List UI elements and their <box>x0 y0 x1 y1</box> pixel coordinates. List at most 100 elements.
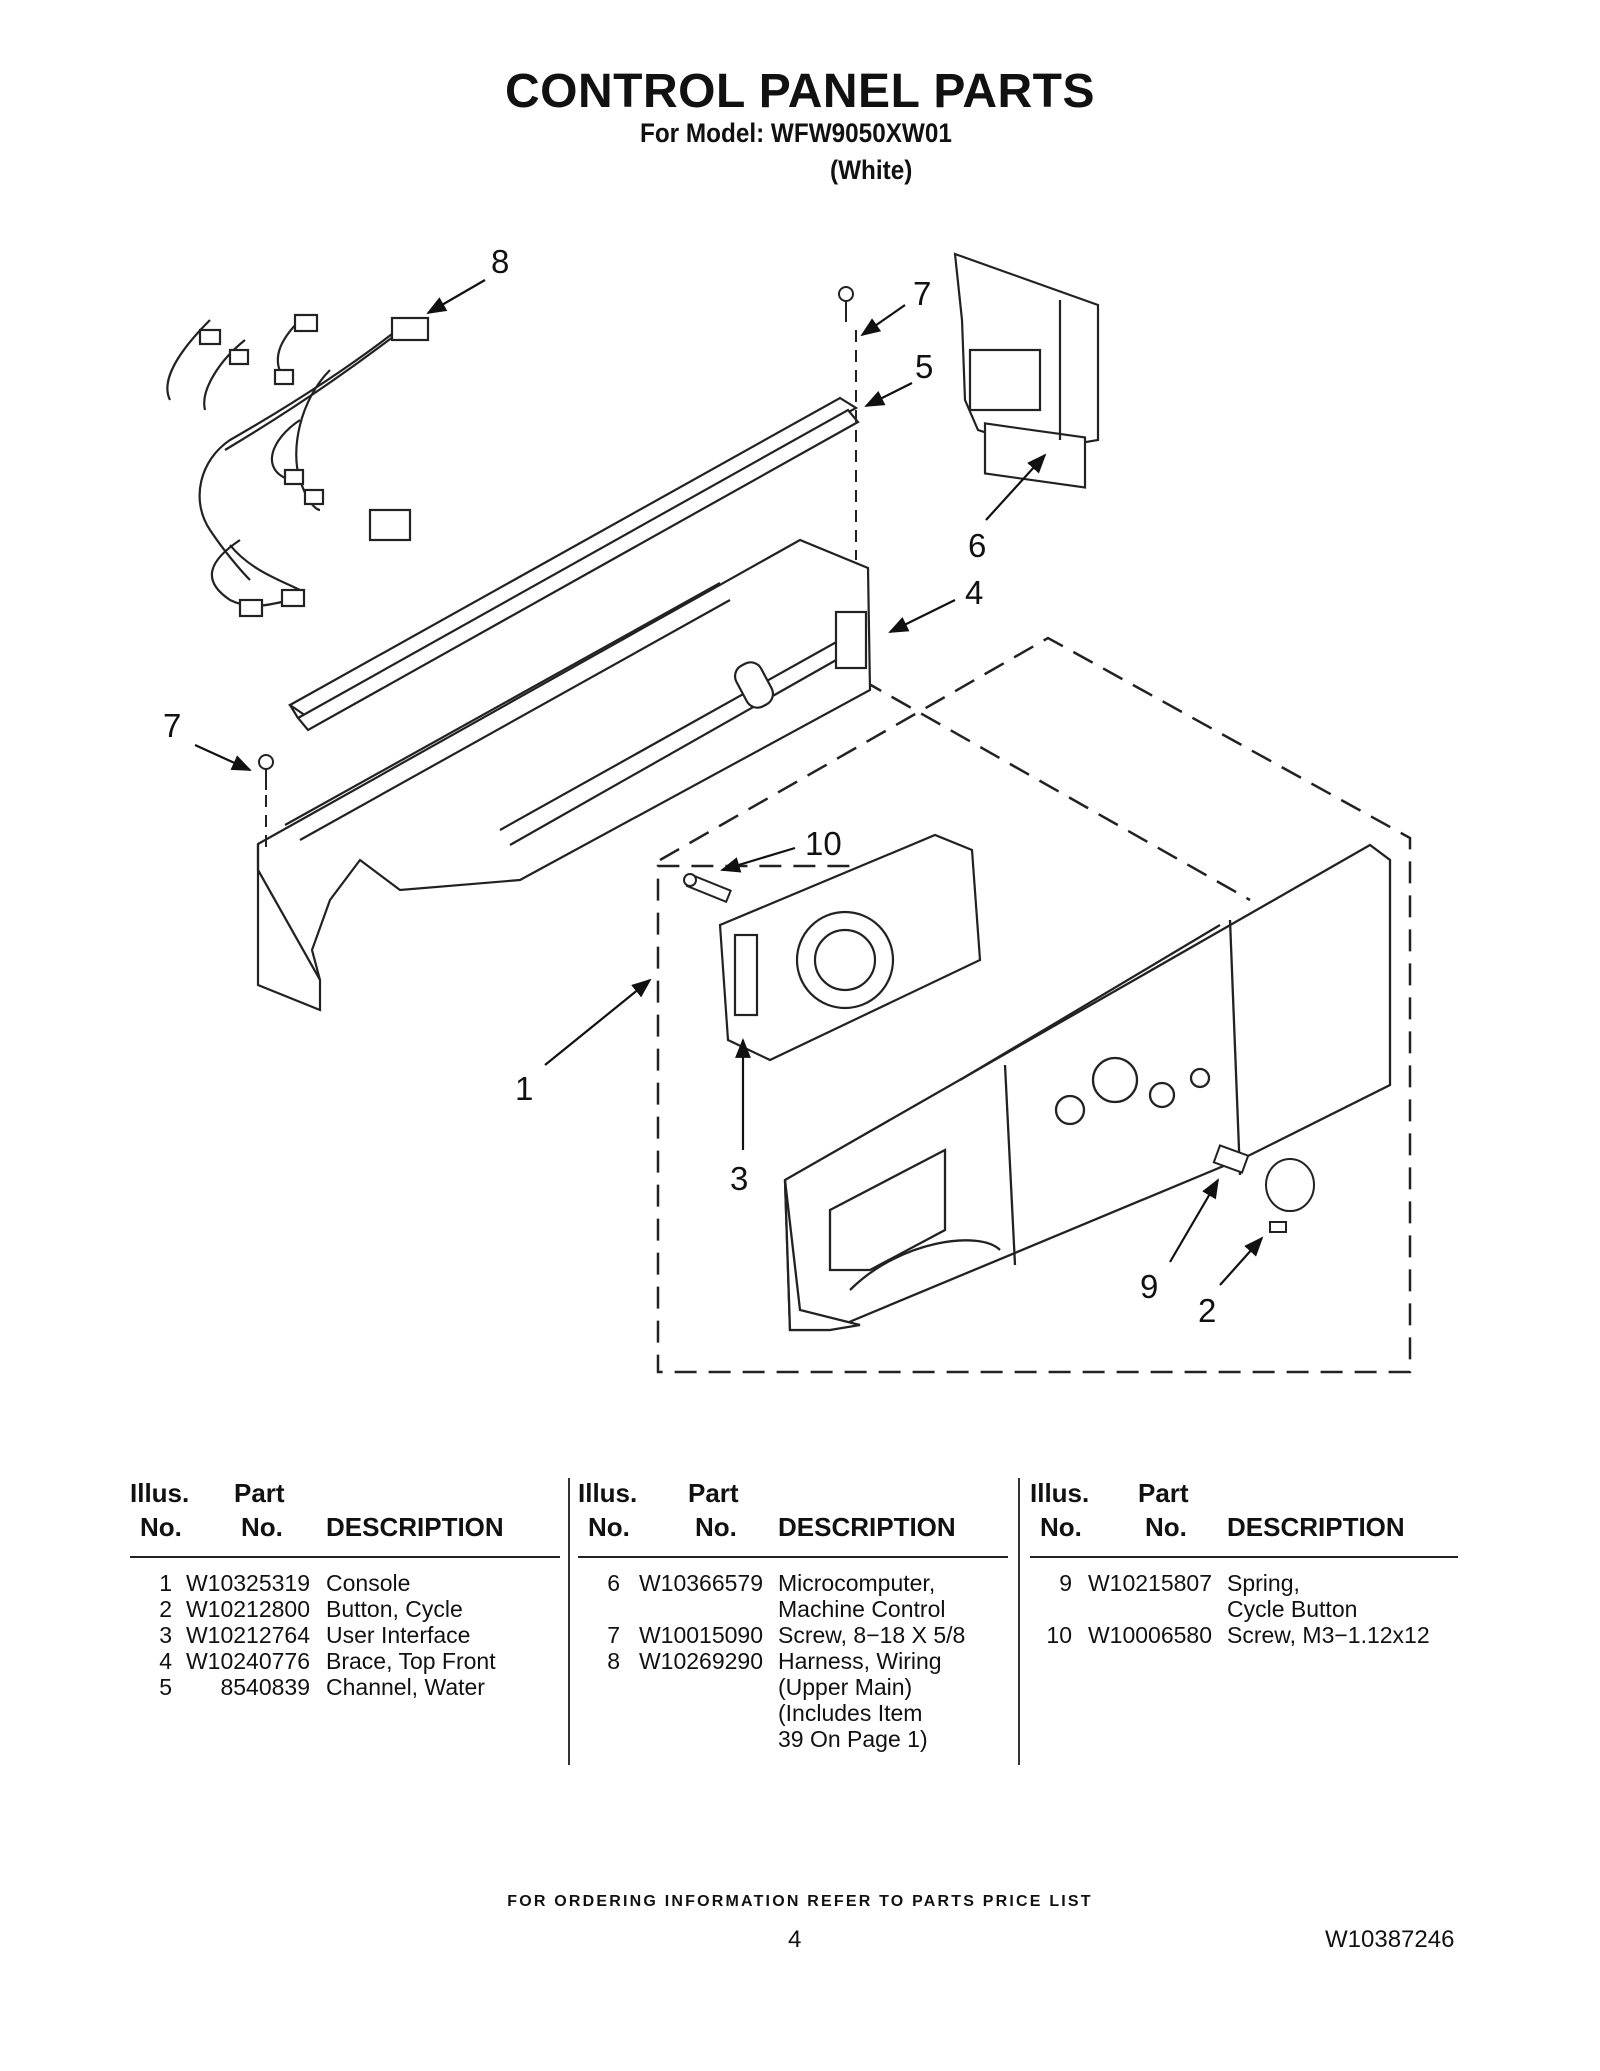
description: Machine Control <box>778 1596 946 1622</box>
table-row-continued: (Upper Main) <box>578 1674 1008 1700</box>
console-part <box>783 843 1392 1332</box>
header-rule <box>1030 1556 1458 1558</box>
illus-no: 5 <box>159 1674 172 1700</box>
table-row-continued: 39 On Page 1) <box>578 1726 1008 1752</box>
header-part: Part <box>688 1478 739 1508</box>
table-row: 8 W10269290 Harness, Wiring <box>578 1648 1008 1674</box>
description: Console <box>326 1570 411 1596</box>
table-row: 7 W10015090 Screw, 8−18 X 5/8 <box>578 1622 1008 1648</box>
description: Harness, Wiring <box>778 1648 942 1674</box>
screw-part-7 <box>258 286 854 790</box>
header-description: DESCRIPTION <box>778 1512 956 1542</box>
model-line: For Model: WFW9050XW01 <box>640 118 952 148</box>
header-illus-no: No. <box>1040 1512 1082 1542</box>
header-part-no: No. <box>1145 1512 1187 1542</box>
column-divider <box>568 1478 570 1765</box>
document-number: W10387246 <box>1325 1926 1455 1953</box>
header-rule <box>578 1556 1008 1558</box>
description: Screw, 8−18 X 5/8 <box>778 1622 966 1648</box>
illus-no: 9 <box>1059 1570 1072 1596</box>
description: 39 On Page 1) <box>778 1726 928 1752</box>
header-part: Part <box>234 1478 285 1508</box>
water-channel-part <box>287 396 860 732</box>
callout-8: 8 <box>491 243 509 280</box>
table-row: 1 W10325319 Console <box>130 1570 560 1596</box>
spring-and-button-parts <box>1212 1144 1315 1233</box>
table-row: 9 W10215807 Spring, <box>1030 1570 1458 1596</box>
ordering-note: FOR ORDERING INFORMATION REFER TO PARTS … <box>507 1893 1093 1910</box>
part-no: W10325319 <box>185 1570 310 1596</box>
table-header: Illus. No. Part No. DESCRIPTION <box>130 1478 560 1560</box>
header-illus: Illus. <box>1030 1478 1090 1508</box>
header-illus: Illus. <box>130 1478 190 1508</box>
description: Cycle Button <box>1227 1596 1358 1622</box>
table-row: 6 W10366579 Microcomputer, <box>578 1570 1008 1596</box>
illus-no: 4 <box>159 1648 172 1674</box>
screw-part-10 <box>683 873 732 904</box>
page-title: CONTROL PANEL PARTS <box>505 65 1095 118</box>
callout-5: 5 <box>915 348 933 385</box>
description: (Upper Main) <box>778 1674 913 1700</box>
header-description: DESCRIPTION <box>326 1512 504 1542</box>
front-brace-part <box>256 538 872 1012</box>
illus-no: 6 <box>607 1570 620 1596</box>
table-row-continued: Machine Control <box>578 1596 1008 1622</box>
header-illus-no: No. <box>588 1512 630 1542</box>
header-part-no: No. <box>695 1512 737 1542</box>
parts-table-column-1: Illus. No. Part No. DESCRIPTION 1 W103253… <box>130 1478 560 1700</box>
table-row-continued: (Includes Item <box>578 1700 1008 1726</box>
callout-6: 6 <box>968 527 986 564</box>
header-illus: Illus. <box>578 1478 638 1508</box>
header-description: DESCRIPTION <box>1227 1512 1405 1542</box>
table-row-continued: Cycle Button <box>1030 1596 1458 1622</box>
illus-no: 8 <box>607 1648 620 1674</box>
illus-no: 3 <box>159 1622 172 1648</box>
table-row: 2 W10212800 Button, Cycle <box>130 1596 560 1622</box>
part-no: W10240776 <box>185 1648 310 1674</box>
callout-1: 1 <box>515 1070 533 1107</box>
header-part-no: No. <box>241 1512 283 1542</box>
description: Spring, <box>1227 1570 1300 1596</box>
callout-arrows <box>194 279 1264 1286</box>
description: Button, Cycle <box>326 1596 463 1622</box>
table-row: 10 W10006580 Screw, M3−1.12x12 <box>1030 1622 1458 1648</box>
header-illus-no: No. <box>140 1512 182 1542</box>
description: Screw, M3−1.12x12 <box>1227 1622 1430 1648</box>
exploded-parts-diagram: 8 7 5 6 4 7 10 1 3 9 2 <box>163 243 1412 1374</box>
microcomputer-part <box>953 252 1100 489</box>
color-line: (White) <box>830 155 913 185</box>
part-no: W10215807 <box>1087 1570 1212 1596</box>
callout-4: 4 <box>965 574 983 611</box>
wiring-harness-part <box>166 313 430 618</box>
callout-7-top: 7 <box>913 275 931 312</box>
header-rule <box>130 1556 560 1558</box>
part-no: W10015090 <box>638 1622 763 1648</box>
part-no: W10212764 <box>185 1622 310 1648</box>
callout-9: 9 <box>1140 1268 1158 1305</box>
page-number: 4 <box>788 1926 802 1953</box>
part-no: W10006580 <box>1087 1622 1212 1648</box>
part-no: W10269290 <box>638 1648 763 1674</box>
header-part: Part <box>1138 1478 1189 1508</box>
table-row: 4 W10240776 Brace, Top Front <box>130 1648 560 1674</box>
illus-no: 7 <box>607 1622 620 1648</box>
column-divider <box>1018 1478 1020 1765</box>
user-interface-board-part <box>718 833 982 1062</box>
illus-no: 10 <box>1046 1622 1072 1648</box>
callout-3: 3 <box>730 1160 748 1197</box>
parts-table-column-2: Illus. No. Part No. DESCRIPTION 6 W103665… <box>578 1478 1008 1752</box>
part-no: W10212800 <box>185 1596 310 1622</box>
description: Channel, Water <box>326 1674 485 1700</box>
callout-10: 10 <box>805 825 842 862</box>
description: (Includes Item <box>778 1700 923 1726</box>
parts-table-column-3: Illus. No. Part No. DESCRIPTION 9 W102158… <box>1030 1478 1458 1648</box>
description: Brace, Top Front <box>326 1648 496 1674</box>
description: Microcomputer, <box>778 1570 936 1596</box>
callout-7-left: 7 <box>163 707 181 744</box>
illus-no: 1 <box>159 1570 172 1596</box>
part-no: W10366579 <box>638 1570 763 1596</box>
illus-no: 2 <box>159 1596 172 1622</box>
table-header: Illus. No. Part No. DESCRIPTION <box>578 1478 1008 1560</box>
